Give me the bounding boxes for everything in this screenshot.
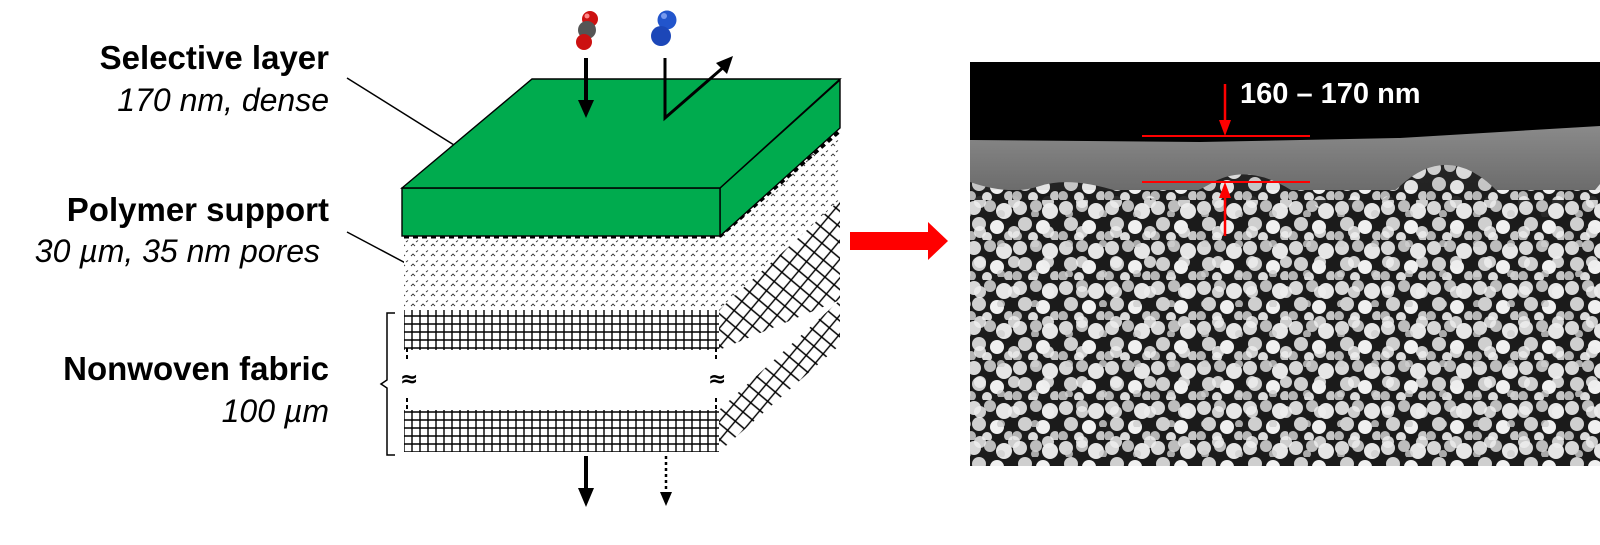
n2-outflow-dotted-arrow-icon [660,456,672,506]
sem-micrograph [970,62,1600,466]
selective-layer-top [400,78,842,189]
n2-reflection-arrow-icon [663,56,733,122]
polymer-support-title: Polymer support [67,191,329,228]
selective-layer-title: Selective layer [100,39,329,76]
selective-layer-subtitle: 170 nm, dense [117,82,329,118]
nonwoven-fabric-lower-front [404,410,719,452]
nonwoven-fabric-upper-side [719,200,840,350]
selective-layer-leader-line [346,77,471,156]
nonwoven-fabric-bracket [379,312,395,456]
nonwoven-fabric-title: Nonwoven fabric [63,350,329,387]
nonwoven-fabric-subtitle: 100 µm [222,393,329,429]
break-mark-left-icon: ≈ [400,367,418,392]
membrane-block: ≈ ≈ [400,78,842,452]
co2-outflow-arrow-icon [578,456,594,507]
thickness-label: 160 – 170 nm [1240,78,1421,110]
thickness-annotation: 160 – 170 nm [1142,78,1421,236]
co2-molecule-icon [576,11,598,50]
n2-molecule-icon [651,10,677,46]
label-polymer-support: Polymer support 30 µm, 35 nm pores [35,191,329,269]
co2-permeation-arrow-icon [578,58,594,118]
zoom-arrow-icon [850,222,948,260]
nonwoven-fabric-gap [404,350,719,410]
polymer-support-layer [404,130,840,310]
label-nonwoven-fabric: Nonwoven fabric 100 µm [63,350,329,429]
selective-layer-front [401,187,721,237]
polymer-support-subtitle: 30 µm, 35 nm pores [35,233,320,269]
break-mark-right-icon: ≈ [708,367,726,392]
nonwoven-fabric-upper-front [404,310,719,350]
label-selective-layer: Selective layer 170 nm, dense [100,39,329,118]
nonwoven-fabric-lower-side [719,300,840,452]
